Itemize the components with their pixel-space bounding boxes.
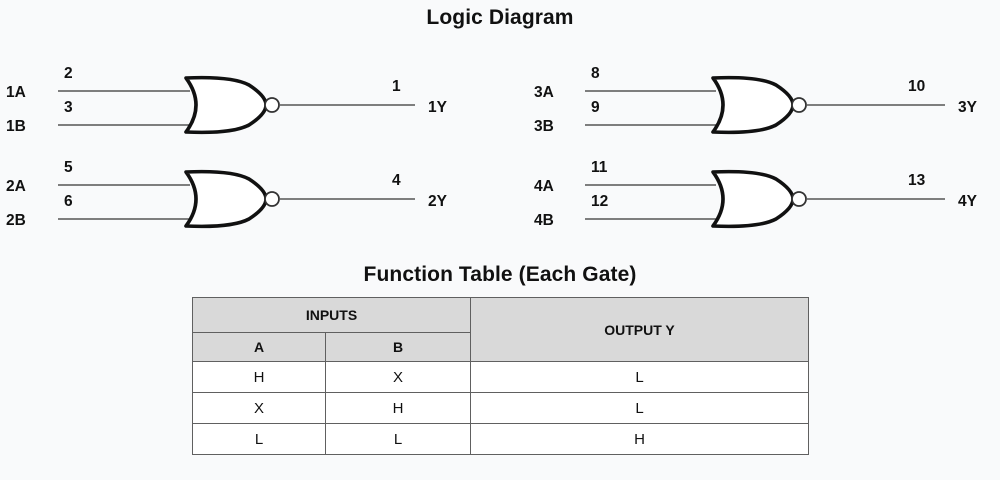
gate-1-output-label: 1Y bbox=[428, 99, 447, 116]
gate-4-nor[interactable] bbox=[585, 169, 945, 229]
gate-4-input-a-label: 4A bbox=[534, 178, 554, 195]
cell-input-a: H bbox=[192, 361, 326, 393]
gate-2-input-b-label: 2B bbox=[6, 212, 26, 229]
table-header-row-group: INPUTS OUTPUT Y bbox=[192, 297, 809, 362]
gate-3-input-b-pin: 9 bbox=[591, 99, 600, 116]
gate-1-output-pin: 1 bbox=[392, 78, 401, 95]
gate-3-body bbox=[711, 75, 795, 135]
gate-2-body bbox=[184, 169, 268, 229]
function-table-head: INPUTS OUTPUT Y A B bbox=[192, 297, 809, 362]
function-table-title: Function Table (Each Gate) bbox=[363, 263, 637, 286]
function-table-container: INPUTS OUTPUT Y A B H X L X H L bbox=[192, 297, 809, 455]
gate-1-input-a-label: 1A bbox=[6, 84, 26, 101]
table-row: X H L bbox=[192, 392, 809, 424]
cell-output-y: L bbox=[470, 361, 809, 393]
gate-1-body bbox=[184, 75, 268, 135]
gate-1-nor[interactable] bbox=[58, 75, 415, 135]
gate-3-input-b-label: 3B bbox=[534, 118, 554, 135]
cell-output-y: H bbox=[470, 423, 809, 455]
function-table-body: H X L X H L L L H bbox=[192, 361, 809, 455]
gate-2-input-a-label: 2A bbox=[6, 178, 26, 195]
gate-1-input-a-pin: 2 bbox=[64, 65, 73, 82]
cell-input-b: X bbox=[325, 361, 471, 393]
cell-output-y: L bbox=[470, 392, 809, 424]
gate-3-output-label: 3Y bbox=[958, 99, 977, 116]
gate-2-output-label: 2Y bbox=[428, 193, 447, 210]
gate-4-inversion-bubble bbox=[791, 191, 807, 207]
gate-2-input-b-pin: 6 bbox=[64, 193, 73, 210]
header-output-y: OUTPUT Y bbox=[470, 297, 809, 362]
table-row: L L H bbox=[192, 423, 809, 455]
logic-diagram-canvas bbox=[58, 75, 945, 229]
gate-2-inversion-bubble bbox=[264, 191, 280, 207]
gate-1-input-b-pin: 3 bbox=[64, 99, 73, 116]
gate-2-input-a-pin: 5 bbox=[64, 159, 73, 176]
gate-3-inversion-bubble bbox=[791, 97, 807, 113]
header-input-a: A bbox=[192, 332, 326, 362]
cell-input-b: L bbox=[325, 423, 471, 455]
cell-input-a: L bbox=[192, 423, 326, 455]
logic-diagram-title: Logic Diagram bbox=[426, 6, 574, 29]
gate-4-input-a-pin: 11 bbox=[591, 159, 608, 176]
gate-4-body bbox=[711, 169, 795, 229]
table-row: H X L bbox=[192, 361, 809, 393]
gate-3-input-a-label: 3A bbox=[534, 84, 554, 101]
gate-2-nor[interactable] bbox=[58, 169, 415, 229]
cell-input-b: H bbox=[325, 392, 471, 424]
function-table: INPUTS OUTPUT Y A B H X L X H L bbox=[192, 297, 809, 455]
gate-4-input-b-label: 4B bbox=[534, 212, 554, 229]
gate-3-output-pin: 10 bbox=[908, 78, 926, 95]
gate-4-input-b-pin: 12 bbox=[591, 193, 609, 210]
gate-2-output-pin: 4 bbox=[392, 172, 401, 189]
gate-3-input-a-pin: 8 bbox=[591, 65, 600, 82]
cell-input-a: X bbox=[192, 392, 326, 424]
gate-4-output-label: 4Y bbox=[958, 193, 977, 210]
header-input-b: B bbox=[325, 332, 471, 362]
gate-3-nor[interactable] bbox=[585, 75, 945, 135]
gate-1-input-b-label: 1B bbox=[6, 118, 26, 135]
header-inputs-group: INPUTS bbox=[192, 297, 471, 333]
gate-4-output-pin: 13 bbox=[908, 172, 926, 189]
gate-1-inversion-bubble bbox=[264, 97, 280, 113]
